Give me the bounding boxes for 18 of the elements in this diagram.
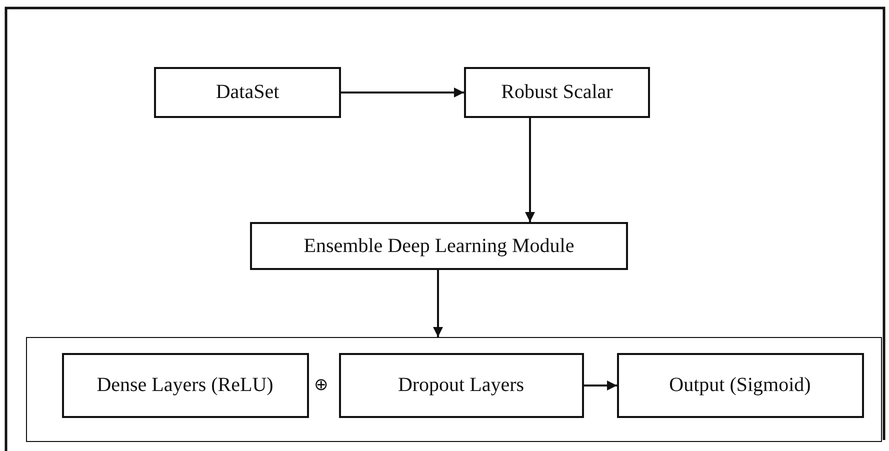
box-label: Dropout Layers — [398, 374, 524, 396]
process-box — [154, 67, 341, 118]
arrow — [584, 380, 617, 390]
box-label: Dense Layers (ReLU) — [96, 374, 274, 396]
operator-symbol: ⊕ — [314, 375, 328, 395]
process-box — [464, 67, 650, 118]
process-box — [62, 352, 308, 418]
process-box — [338, 352, 584, 418]
process-box — [616, 352, 864, 418]
box-label: Output (Sigmoid) — [669, 374, 811, 396]
box-label: Robust Scalar — [501, 81, 613, 104]
process-box — [250, 222, 628, 270]
box-label: DataSet — [216, 81, 280, 104]
arrow — [525, 118, 535, 222]
arrow — [341, 88, 464, 98]
arrow — [433, 270, 443, 337]
box-label: Ensemble Deep Learning Module — [304, 234, 574, 258]
container-box — [26, 337, 882, 442]
